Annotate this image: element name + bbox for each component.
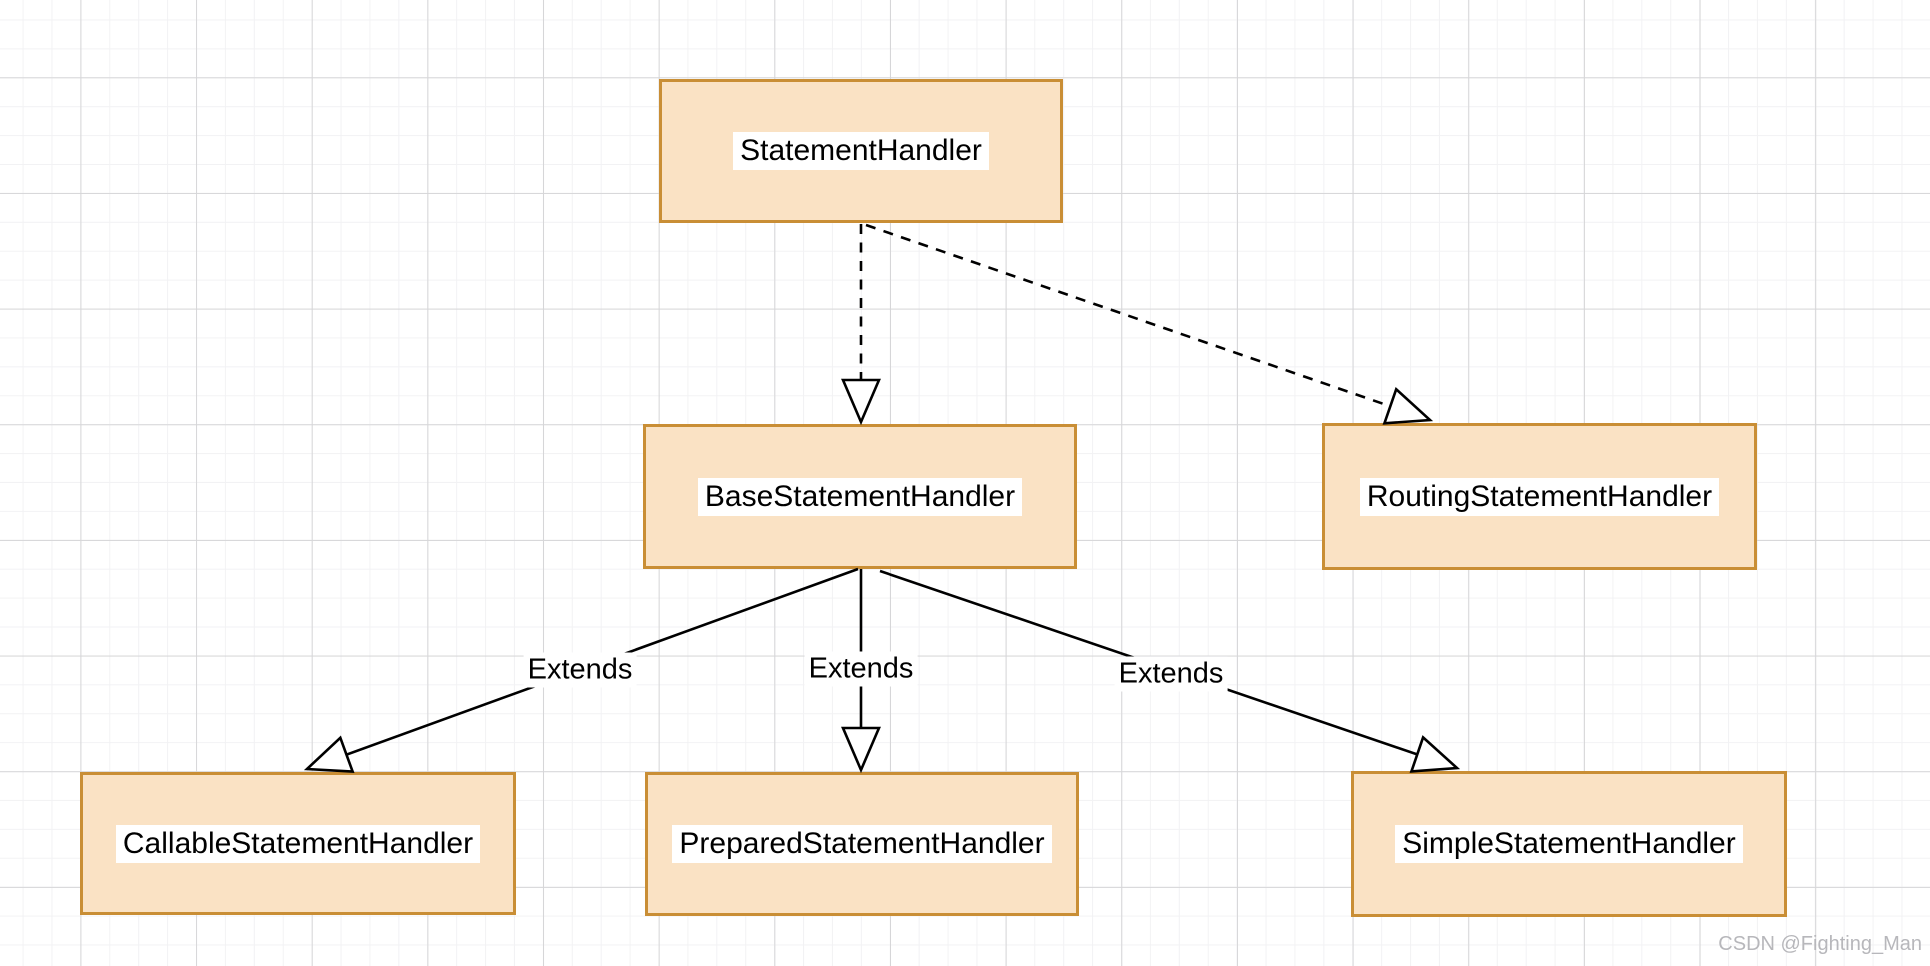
class-box-callable-statement-handler[interactable]: CallableStatementHandler [80, 772, 516, 915]
class-box-simple-statement-handler[interactable]: SimpleStatementHandler [1351, 771, 1787, 917]
class-label: PreparedStatementHandler [672, 825, 1052, 863]
edge-label-extends-simple: Extends [1114, 656, 1228, 692]
class-label: CallableStatementHandler [115, 824, 481, 863]
edge-statement-to-routing[interactable] [865, 223, 1434, 425]
class-label: StatementHandler [733, 132, 989, 170]
class-label: BaseStatementHandler [697, 477, 1023, 516]
csdn-watermark: CSDN @Fighting_Man [1718, 933, 1922, 955]
class-label: RoutingStatementHandler [1359, 477, 1720, 516]
class-box-statement-handler[interactable]: StatementHandler [659, 79, 1063, 223]
edge-label-extends-callable: Extends [523, 652, 637, 688]
edge-label-extends-prepared: Extends [804, 651, 918, 687]
class-label: SimpleStatementHandler [1395, 825, 1743, 863]
class-box-base-statement-handler[interactable]: BaseStatementHandler [643, 424, 1077, 569]
class-box-prepared-statement-handler[interactable]: PreparedStatementHandler [645, 772, 1079, 916]
class-box-routing-statement-handler[interactable]: RoutingStatementHandler [1322, 423, 1757, 570]
